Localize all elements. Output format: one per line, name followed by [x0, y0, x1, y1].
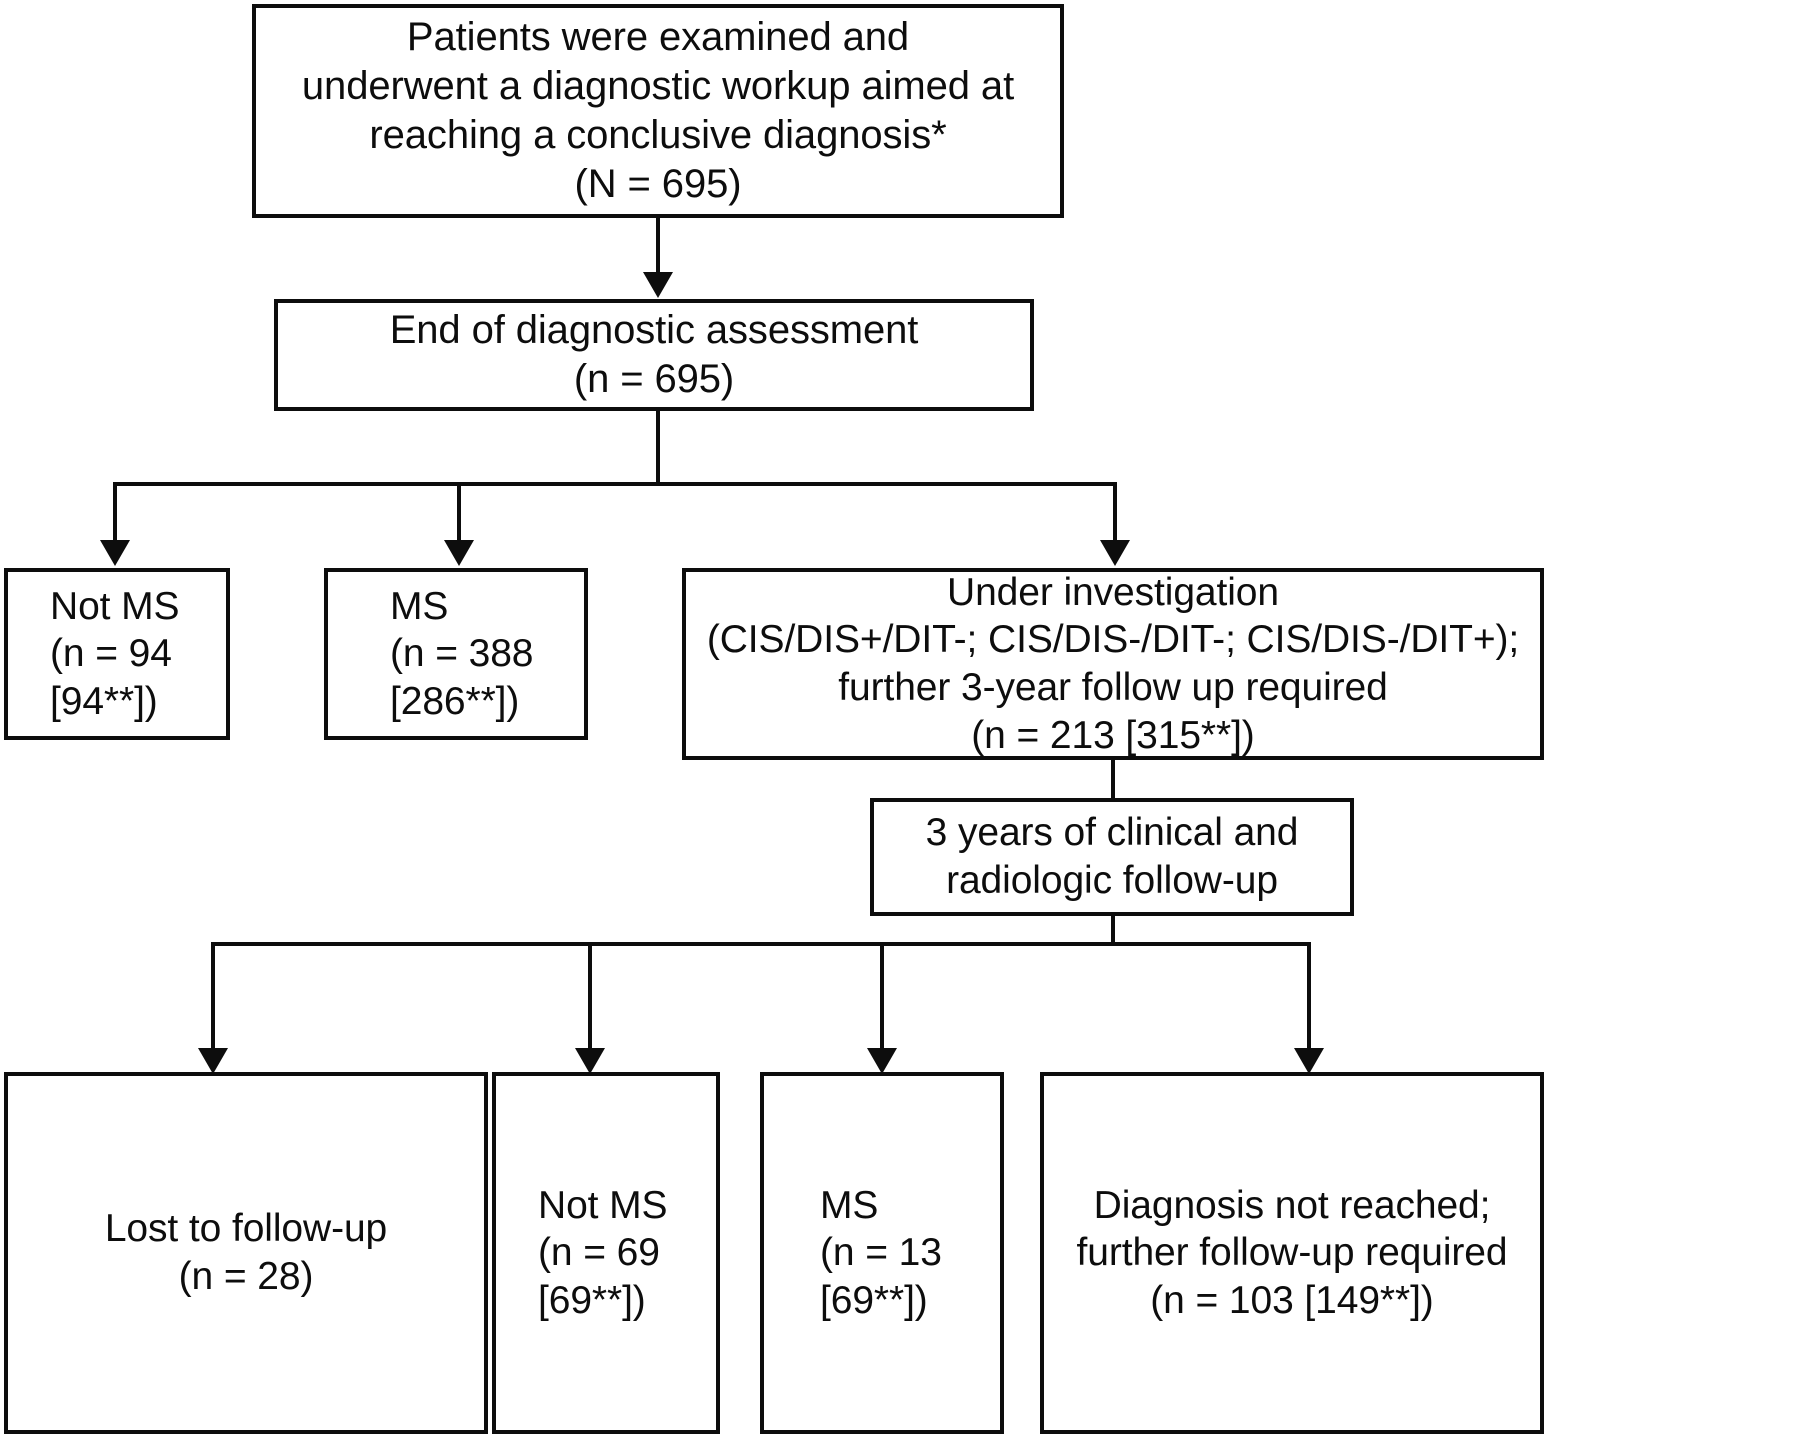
connector-to-under-investigation — [1113, 482, 1117, 544]
node-lost-to-followup: Lost to follow-up (n = 28) — [4, 1072, 488, 1434]
node-not-ms-2-label: Not MS (n = 69 [69**]) — [538, 1183, 668, 1322]
node-three-years-followup: 3 years of clinical and radiologic follo… — [870, 798, 1354, 916]
node-ms-1: MS (n = 388 [286**]) — [324, 568, 588, 740]
arrow-enrollment-to-end-assessment — [643, 272, 673, 298]
node-under-investigation: Under investigation (CIS/DIS+/DIT-; CIS/… — [682, 568, 1544, 760]
connector-split-bar-level3 — [113, 482, 1117, 486]
connector-to-ms-2 — [880, 942, 884, 1052]
connector-to-diagnosis-not-reached — [1307, 942, 1311, 1052]
connector-split-bar-level5 — [211, 942, 1311, 946]
node-end-assessment: End of diagnostic assessment (n = 695) — [274, 299, 1034, 411]
node-end-assessment-label: End of diagnostic assessment (n = 695) — [389, 308, 919, 401]
node-ms-2: MS (n = 13 [69**]) — [760, 1072, 1004, 1434]
connector-to-lost-to-followup — [211, 942, 215, 1052]
node-diagnosis-not-reached: Diagnosis not reached; further follow-up… — [1040, 1072, 1544, 1434]
arrow-to-ms-2 — [867, 1048, 897, 1074]
connector-end-assessment-trunk — [656, 411, 660, 486]
arrow-to-not-ms-2 — [575, 1048, 605, 1074]
node-ms-2-label: MS (n = 13 [69**]) — [820, 1183, 942, 1322]
arrow-to-ms-1 — [444, 540, 474, 566]
node-not-ms-1-label: Not MS (n = 94 [94**]) — [50, 584, 180, 723]
node-enrollment: Patients were examined and underwent a d… — [252, 4, 1064, 218]
connector-to-not-ms-1 — [113, 482, 117, 544]
connector-to-not-ms-2 — [588, 942, 592, 1052]
node-enrollment-label: Patients were examined and underwent a d… — [301, 15, 1015, 206]
connector-followup-trunk — [1111, 916, 1115, 946]
connector-enrollment-to-end-assessment — [656, 218, 660, 276]
node-under-investigation-label: Under investigation (CIS/DIS+/DIT-; CIS/… — [706, 570, 1520, 757]
node-lost-to-followup-label: Lost to follow-up (n = 28) — [104, 1207, 388, 1298]
arrow-to-lost-to-followup — [198, 1048, 228, 1074]
arrow-to-diagnosis-not-reached — [1294, 1048, 1324, 1074]
node-three-years-followup-label: 3 years of clinical and radiologic follo… — [925, 811, 1299, 902]
node-diagnosis-not-reached-label: Diagnosis not reached; further follow-up… — [1076, 1183, 1508, 1322]
node-not-ms-2: Not MS (n = 69 [69**]) — [492, 1072, 720, 1434]
connector-to-ms-1 — [457, 482, 461, 544]
node-ms-1-label: MS (n = 388 [286**]) — [390, 584, 534, 723]
node-not-ms-1: Not MS (n = 94 [94**]) — [4, 568, 230, 740]
connector-under-investigation-to-followup — [1111, 760, 1115, 800]
arrow-to-under-investigation — [1100, 540, 1130, 566]
arrow-to-not-ms-1 — [100, 540, 130, 566]
